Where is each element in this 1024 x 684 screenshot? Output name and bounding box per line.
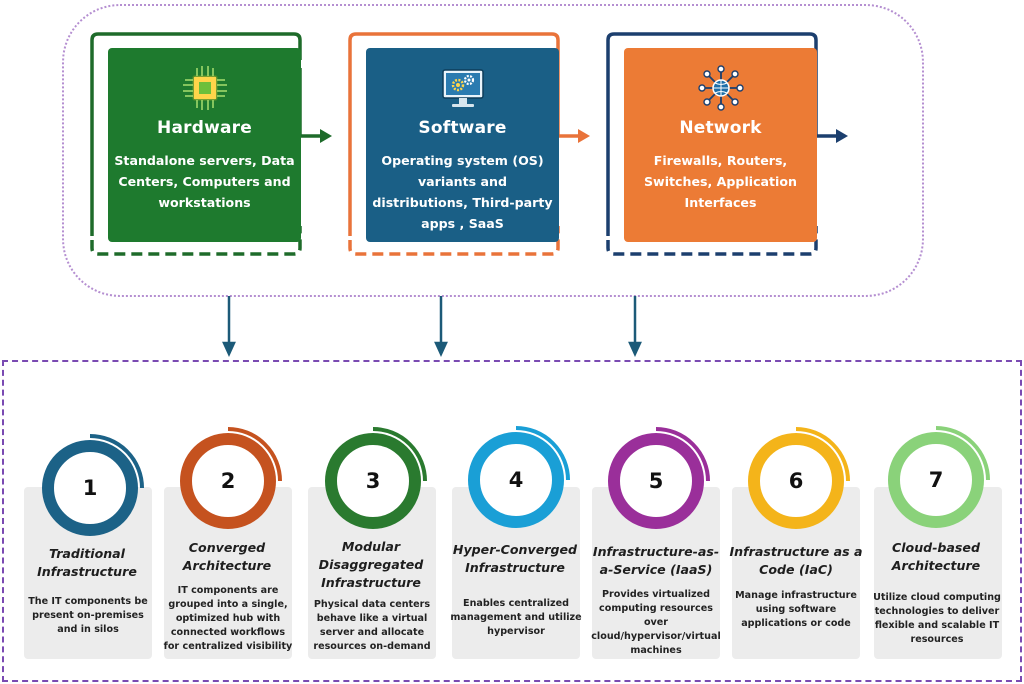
software-title: Software — [418, 118, 507, 138]
evolution-group-frame — [2, 360, 1022, 682]
software-frame — [348, 32, 580, 256]
step-title-1: Traditional Infrastructure — [37, 546, 137, 579]
hardware-title: Hardware — [157, 118, 252, 138]
step-desc-1: The IT components be present on-premises… — [28, 596, 148, 635]
down-arrows — [222, 296, 642, 358]
step-number-5: 5 — [648, 469, 664, 493]
network-card: Network Firewalls, Routers, Switches, Ap… — [624, 48, 817, 242]
network-description: Firewalls, Routers, Switches, Applicatio… — [643, 153, 797, 210]
step-title-3: Modular Disaggregated Infrastructure — [318, 539, 424, 590]
monitor-gears-icon — [441, 69, 484, 107]
step-number-6: 6 — [788, 469, 804, 493]
step-desc-4: Enables centralized management and utili… — [450, 598, 582, 637]
step-title-7: Cloud-based Architecture — [891, 540, 981, 573]
step-number-7: 7 — [928, 468, 944, 492]
chip-icon — [182, 66, 227, 110]
network-frame — [606, 32, 838, 256]
step-number-1: 1 — [82, 476, 98, 500]
hardware-description: Standalone servers, Data Centers, Comput… — [114, 153, 295, 210]
network-title: Network — [679, 118, 762, 138]
network-globe-icon — [697, 65, 744, 111]
step-title-6: Infrastructure as a Code (IaC) — [729, 544, 863, 577]
software-description: Operating system (OS) variants and distr… — [372, 153, 553, 231]
network-arrowhead — [836, 129, 848, 143]
step-arc-2 — [227, 427, 282, 482]
step-desc-3: Physical data centers behave like a virt… — [313, 599, 431, 652]
step-arc-5 — [655, 427, 710, 482]
software-arrowhead — [578, 129, 590, 143]
step-title-5: Infrastructure-as-a-Service (IaaS) — [592, 544, 720, 577]
software-card: Software Operating system (OS) variants … — [366, 48, 559, 242]
step-number-3: 3 — [365, 469, 381, 493]
step-arc-4 — [515, 426, 570, 481]
step-number-4: 4 — [508, 468, 524, 492]
step-arc-6 — [795, 427, 850, 482]
step-title-2: Converged Architecture — [182, 540, 272, 573]
step-arc-3 — [372, 427, 427, 482]
hardware-arrowhead — [320, 129, 332, 143]
step-desc-6: Manage infrastructure using software app… — [735, 590, 857, 629]
step-number-2: 2 — [220, 469, 236, 493]
step-desc-2: IT components are grouped into a single,… — [163, 585, 293, 652]
step-desc-7: Utilize cloud computing technologies to … — [873, 592, 1001, 645]
top-group-frame — [62, 4, 924, 297]
step-arc-7 — [935, 426, 990, 481]
step-title-4: Hyper-Converged Infrastructure — [452, 542, 578, 575]
step-desc-5: Provides virtualized computing resources… — [591, 589, 721, 656]
step-arc-1 — [89, 434, 144, 489]
hardware-card: Hardware Standalone servers, Data Center… — [108, 48, 301, 242]
